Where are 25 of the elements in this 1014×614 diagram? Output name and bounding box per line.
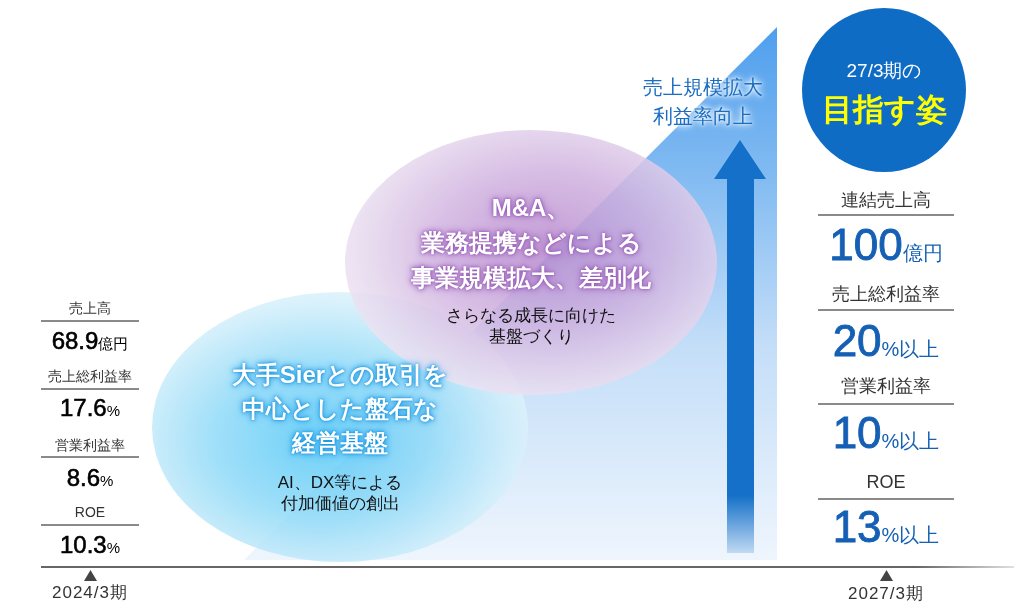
metric-value: 68.9億円 [51, 327, 129, 355]
circle-heading: 目指す姿 [821, 91, 947, 129]
metric-value: 20%以上 [832, 317, 940, 365]
metric-value: 100億円 [829, 221, 943, 269]
period-label: 2024/3期 [52, 583, 128, 603]
metric-label: ROE [866, 471, 906, 494]
bubble-ellipse [345, 130, 717, 395]
metric-label: 連結売上高 [841, 189, 931, 212]
bubble-heading: M&A、業務提携などによる事業規模拡大、差別化 [410, 193, 652, 293]
metric-label: 売上高 [69, 299, 111, 317]
metric-label: 営業利益率 [841, 375, 931, 398]
circle-caption: 27/3期の [846, 60, 922, 82]
metric-label: ROE [74, 503, 106, 521]
metric-label: 売上総利益率 [48, 367, 132, 385]
metric-value: 17.6% [59, 394, 121, 422]
period-label: 2027/3期 [848, 584, 924, 604]
metric-value: 10.3% [59, 531, 121, 559]
metric-value: 13%以上 [832, 503, 940, 551]
bubble-caption: AI、DX等による付加価値の創出 [276, 472, 404, 514]
bubble-caption: さらなる成長に向けた基盤づくり [445, 305, 617, 347]
bubble-heading: 大手Sierとの取引を中心とした盤石な経営基盤 [231, 360, 449, 458]
metric-value: 8.6% [66, 464, 114, 492]
metric-label: 売上総利益率 [832, 283, 940, 306]
metric-value: 10%以上 [832, 409, 940, 457]
metric-label: 営業利益率 [55, 436, 125, 454]
